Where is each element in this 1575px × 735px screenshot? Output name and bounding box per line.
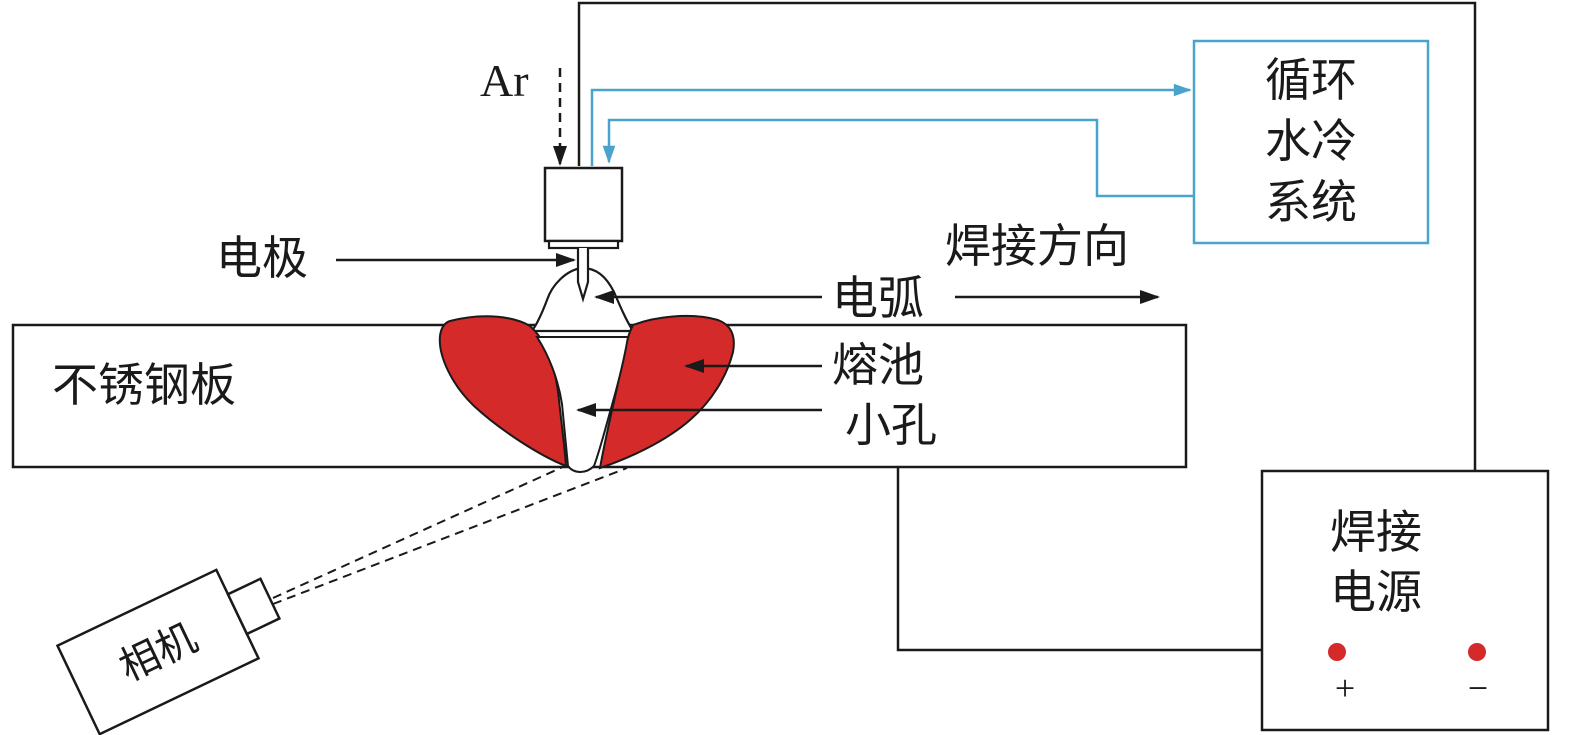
electrode-tip-icon	[576, 248, 590, 303]
camera-sightline-1	[272, 465, 566, 599]
argon-label: Ar	[480, 55, 529, 106]
power-wire-negative	[577, 1, 1477, 650]
torch-icon	[543, 166, 624, 250]
plus-terminal-label: +	[1335, 668, 1355, 708]
arc-label: 电弧	[832, 271, 924, 325]
welding-direction-label: 焊接方向	[945, 219, 1129, 273]
plate-label: 不锈钢板	[52, 358, 236, 412]
camera-icon: 相机	[55, 568, 282, 735]
cooling-return-line	[602, 118, 1194, 198]
terminal-dot-icon	[1328, 643, 1346, 661]
cooling-system-label-line-2: 水冷	[1265, 114, 1357, 168]
power-source-box	[1260, 469, 1550, 732]
electrode-label: 电极	[216, 231, 308, 285]
power-source-label-line-2: 电源	[1330, 565, 1422, 619]
minus-terminal-label: −	[1468, 668, 1488, 708]
power-source-label-line-1: 焊接	[1330, 505, 1422, 559]
power-wire-positive	[896, 467, 1336, 652]
cooling-system-box	[1192, 39, 1430, 245]
weld-pool-label: 熔池	[832, 338, 924, 392]
camera-sightline-2	[272, 467, 628, 605]
welding-arc	[530, 266, 636, 333]
keyhole-label: 小孔	[845, 398, 937, 452]
terminal-dot-icon	[1468, 643, 1486, 661]
cooling-system-label-line-3: 系统	[1265, 175, 1357, 229]
cooling-supply-line	[590, 83, 1192, 166]
cooling-system-label-line-1: 循环	[1265, 53, 1357, 107]
weld-pool-left	[438, 315, 568, 468]
